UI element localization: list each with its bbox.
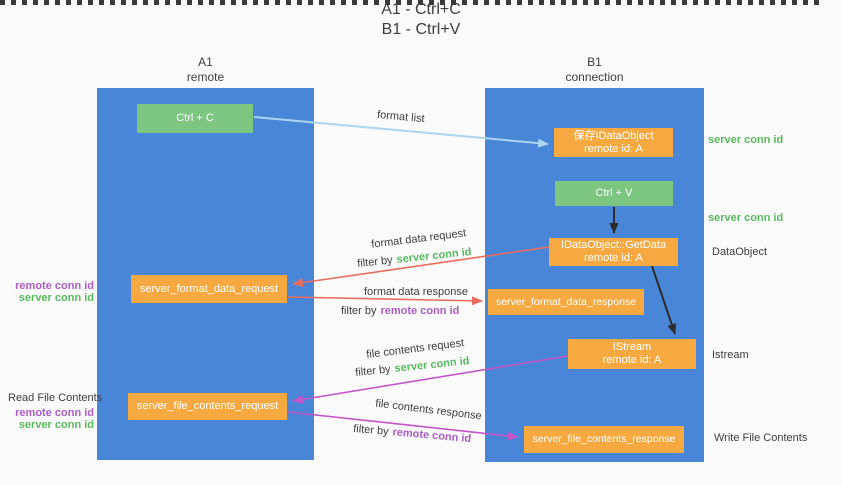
server-format-data-response-box: server_format_data_response: [488, 289, 644, 315]
format-data-response-label: format data response: [364, 286, 468, 298]
save-idataobject-box: 保存IDataObject remote id: A: [554, 128, 673, 157]
server-format-data-response-label: server_format_data_response: [495, 295, 637, 308]
dataobject-label: DataObject: [712, 246, 768, 258]
istream-box: IStream remote id: A: [568, 339, 696, 369]
filter-by-text: filter by: [352, 422, 390, 438]
ctrl-v-label: Ctrl + V: [595, 187, 633, 199]
title-line-2: B1 - Ctrl+V: [381, 21, 461, 38]
istream-side-label: Istream: [712, 349, 749, 361]
getdata-subtitle: remote id: A: [584, 252, 643, 264]
istream-subtitle: remote id: A: [602, 354, 662, 366]
server-file-contents-request-box: server_file_contents_request: [128, 393, 287, 420]
write-file-contents-label: Write File Contents: [714, 432, 808, 444]
server-file-contents-response-box: server_file_contents_response: [524, 426, 684, 453]
server-file-contents-response-label: server_file_contents_response: [532, 433, 676, 445]
file-contents-response-label: file contents response: [374, 397, 483, 423]
filter-by-text: filter by: [356, 254, 394, 270]
filter-by-text: filter by: [341, 305, 377, 317]
server-format-data-request-label: server_format_data_request: [139, 282, 279, 295]
idataobject-getdata-box: IDataObject::GetData remote id: A: [549, 238, 678, 266]
ctrl-v-box: Ctrl + V: [555, 181, 673, 206]
read-file-contents-label: Read File Contents: [8, 392, 103, 404]
server-conn-id-left-2: server conn id: [18, 419, 94, 431]
column-header-b1: B1 connection: [485, 55, 704, 85]
format-list-label: format list: [376, 108, 426, 126]
b1-name: B1: [587, 55, 602, 69]
a1-subtitle: remote: [186, 70, 225, 84]
remote-conn-id-text: remote conn id: [392, 426, 472, 446]
remote-conn-id-left-2: remote conn id: [15, 407, 94, 419]
server-conn-id-text: server conn id: [395, 246, 472, 266]
ctrl-c-box: Ctrl + C: [137, 104, 253, 133]
column-header-a1: A1 remote: [97, 55, 314, 85]
remote-conn-id-text: remote conn id: [380, 305, 460, 317]
server-file-contents-request-label: server_file_contents_request: [136, 400, 279, 412]
a1-name: A1: [198, 55, 213, 69]
getdata-title: IDataObject::GetData: [560, 239, 667, 251]
filter-by-text: filter by: [354, 363, 392, 379]
server-conn-id-left-1: server conn id: [18, 292, 94, 304]
save-idataobject-title: 保存IDataObject: [573, 129, 654, 142]
remote-conn-id-left-1: remote conn id: [15, 280, 94, 292]
title-line-1: A1 - Ctrl+C: [381, 1, 461, 18]
dotted-divider: [0, 0, 824, 5]
save-idataobject-subtitle: remote id: A: [584, 142, 643, 155]
server-conn-id-text: server conn id: [393, 355, 470, 375]
server-conn-id-right-mid: server conn id: [708, 212, 784, 224]
b1-subtitle: connection: [565, 70, 624, 84]
server-conn-id-right-top: server conn id: [708, 134, 784, 146]
server-format-data-request-box: server_format_data_request: [131, 275, 287, 303]
diagram-title: A1 - Ctrl+C B1 - Ctrl+V: [0, 0, 842, 40]
ctrl-c-label: Ctrl + C: [176, 112, 214, 124]
istream-title: IStream: [612, 341, 652, 353]
